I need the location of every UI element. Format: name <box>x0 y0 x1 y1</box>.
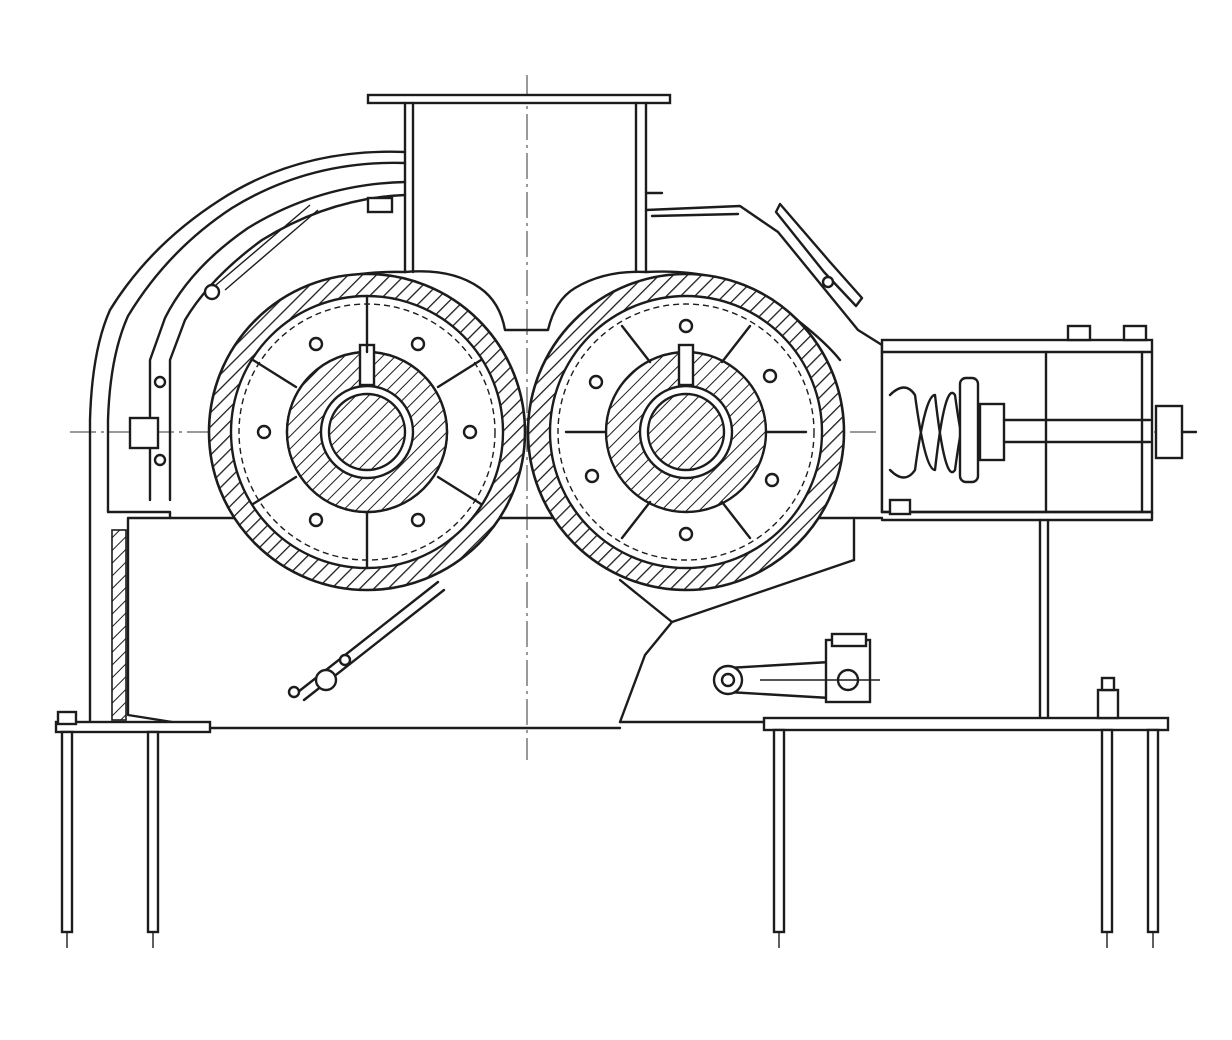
anchor-bolts <box>56 676 1160 948</box>
feed-hopper <box>366 93 672 274</box>
spring-box <box>880 324 1154 514</box>
right-roll <box>526 272 846 592</box>
compression-spring <box>888 376 1198 484</box>
top-lever <box>774 202 864 308</box>
left-roll <box>207 272 527 592</box>
lower-discharge <box>287 558 856 724</box>
base-frame <box>54 498 1170 734</box>
left-curved-guard <box>88 150 407 730</box>
adjusting-arm <box>712 632 880 704</box>
